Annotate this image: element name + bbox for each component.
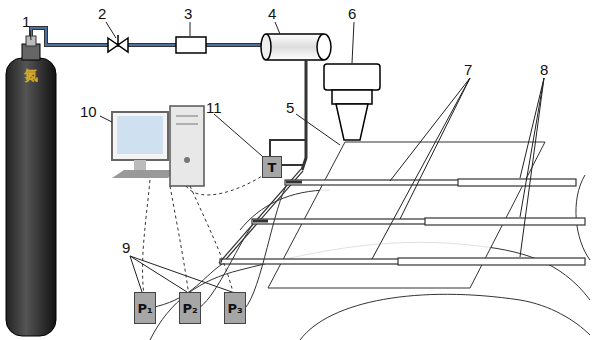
pressure-sensor: P₁	[134, 292, 156, 324]
gas-symbol: 氮	[24, 68, 38, 82]
callout-number: 11	[206, 100, 222, 115]
callout-number: 7	[464, 62, 472, 77]
sensor-label: P₁	[137, 301, 152, 316]
sensor-label: P₂	[182, 301, 197, 316]
sensor-label: T	[268, 160, 277, 175]
callout-number: 3	[184, 6, 192, 21]
callout-number: 8	[540, 62, 548, 77]
pressure-sensor: P₂	[179, 292, 201, 324]
callout-number: 9	[122, 240, 130, 255]
sensor-label: P₃	[227, 301, 242, 316]
temperature-sensor: T	[262, 156, 282, 178]
callout-number: 5	[286, 100, 294, 115]
callout-number: 6	[348, 6, 356, 21]
pressure-sensor: P₃	[224, 292, 246, 324]
callout-number: 10	[80, 104, 97, 119]
callout-number: 2	[98, 6, 106, 21]
callout-number: 4	[268, 6, 276, 21]
callout-number: 1	[22, 14, 30, 29]
